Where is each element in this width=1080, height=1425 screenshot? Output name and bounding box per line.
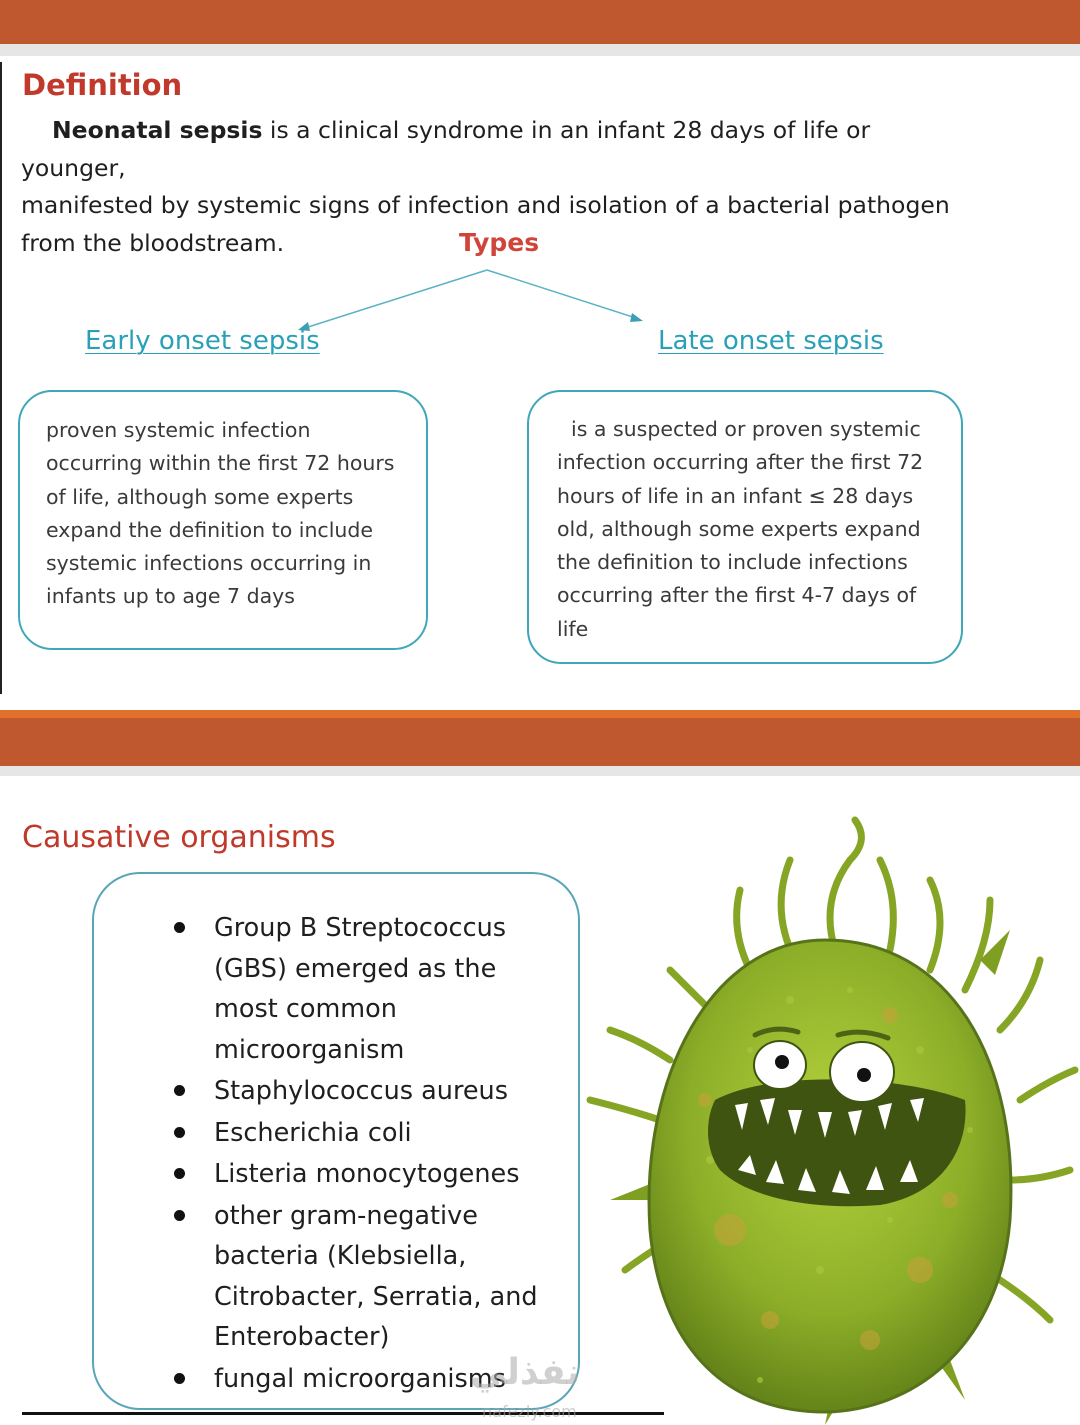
- types-arrows: [298, 269, 643, 331]
- germ-cartoon-icon: [586, 816, 1079, 1425]
- arrowhead-early: [298, 322, 310, 331]
- bullet-icon: [174, 1372, 185, 1384]
- definition-line-3: from the bloodstream.: [21, 228, 285, 257]
- definition-line-1: is a clinical syndrome in an infant 28 d…: [21, 116, 871, 182]
- bullet-icon: [174, 1209, 185, 1221]
- late-line: is a suspected or proven systemic: [571, 417, 921, 441]
- list-item-line: Citrobacter, Serratia, and: [214, 1281, 538, 1312]
- list-item-line: Group B Streptococcus: [214, 913, 507, 943]
- late-line: life: [557, 616, 589, 641]
- late-onset-box: is a suspected or proven systemic infect…: [527, 390, 963, 664]
- list-item-line: most common: [214, 994, 397, 1024]
- arrow-to-late: [486, 269, 637, 319]
- list-item-line: fungal microorganisms: [214, 1363, 506, 1394]
- watermark-url: nafezly.com: [482, 1402, 577, 1421]
- list-item: fungal microorganisms: [160, 1359, 580, 1400]
- early-line: of life, although some experts: [46, 484, 354, 509]
- definition-title: Definition: [22, 68, 183, 102]
- list-item-line: Enterobacter): [214, 1322, 390, 1352]
- organisms-box: [92, 872, 580, 1410]
- late-line: occurring after the first 4-7 days of: [557, 583, 917, 608]
- definition-term: Neonatal sepsis: [52, 116, 263, 144]
- early-line: expand the definition to include: [46, 517, 374, 542]
- late-onset-label: Late onset sepsis: [658, 326, 884, 356]
- middle-band-top-stripe: [0, 710, 1080, 718]
- list-item-line: other gram-negative: [214, 1200, 478, 1231]
- list-item-line: Staphylococcus aureus: [214, 1076, 508, 1106]
- top-band: [0, 0, 1080, 44]
- middle-band-shade: [0, 766, 1080, 776]
- arrow-to-early: [304, 269, 488, 329]
- types-title: Types: [459, 228, 540, 257]
- watermark-logo: نفذلي: [470, 1352, 581, 1393]
- list-item: other gram-negative bacteria (Klebsiella…: [160, 1196, 580, 1358]
- list-item: Listeria monocytogenes: [160, 1154, 580, 1195]
- list-item-line: Listeria monocytogenes: [214, 1159, 520, 1189]
- causative-organisms-title: Causative organisms: [22, 820, 336, 855]
- early-line: proven systemic infection: [46, 418, 311, 442]
- list-item-line: (GBS) emerged as the: [214, 953, 497, 984]
- bullet-icon: [174, 1168, 185, 1179]
- slide-left-rule: [0, 62, 2, 694]
- list-item: Staphylococcus aureus: [160, 1071, 580, 1112]
- bullet-icon: [174, 1085, 185, 1096]
- list-item-line: microorganism: [214, 1034, 405, 1065]
- late-line: infection occurring after the first 72: [557, 450, 924, 475]
- definition-line-2: manifested by systemic signs of infectio…: [21, 191, 950, 219]
- list-item-line: bacteria (Klebsiella,: [214, 1241, 467, 1271]
- late-line: the definition to include infections: [557, 550, 908, 575]
- early-line: infants up to age 7 days: [46, 584, 295, 609]
- early-line: occurring within the first 72 hours: [46, 451, 395, 476]
- list-item: Group B Streptococcus (GBS) emerged as t…: [160, 908, 580, 1070]
- bullet-icon: [174, 922, 185, 933]
- list-item-line: Escherichia coli: [214, 1117, 412, 1148]
- early-onset-box: proven systemic infection occurring with…: [18, 390, 428, 650]
- early-line: systemic infections occurring in: [46, 551, 372, 576]
- definition-paragraph: Neonatal sepsis is a clinical syndrome i…: [21, 112, 981, 262]
- list-item: Escherichia coli: [160, 1113, 580, 1154]
- early-onset-label: Early onset sepsis: [85, 326, 320, 356]
- arrowhead-late: [630, 313, 643, 322]
- late-line: old, although some experts expand: [557, 516, 921, 541]
- organisms-list: Group B Streptococcus (GBS) emerged as t…: [160, 908, 580, 1400]
- middle-band: [0, 718, 1080, 766]
- late-line: hours of life in an infant ≤ 28 days: [557, 483, 914, 508]
- top-band-shade: [0, 44, 1080, 56]
- bottom-rule: [22, 1412, 664, 1415]
- bullet-icon: [174, 1126, 185, 1138]
